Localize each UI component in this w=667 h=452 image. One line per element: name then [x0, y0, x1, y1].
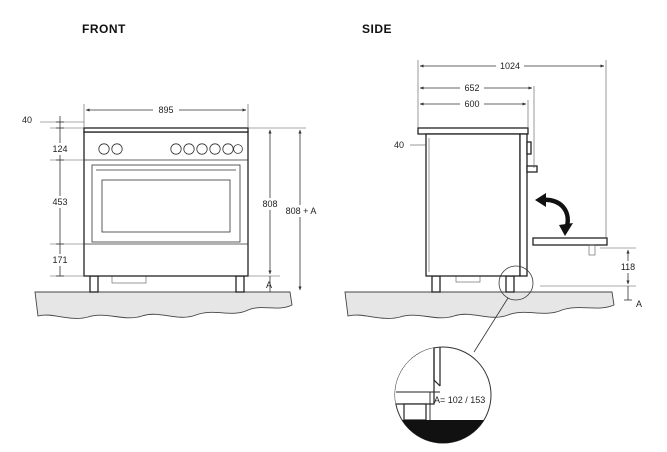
- dim-width-label: 895: [158, 105, 173, 115]
- side-floor: [344, 291, 615, 319]
- dim-depth-handle-label: 652: [464, 83, 479, 93]
- knob: [233, 144, 243, 154]
- door-opening-arrowhead-left: [535, 193, 546, 207]
- knob: [196, 143, 208, 155]
- detail-marker-circle: [498, 265, 534, 301]
- label-bg: [496, 60, 524, 72]
- dim-total-depth-label: 1024: [500, 61, 520, 71]
- knob: [183, 143, 195, 155]
- label-bg: [460, 82, 484, 94]
- detail-leader-line: [473, 297, 509, 353]
- door-handle: [588, 244, 596, 256]
- oven-window: [101, 179, 231, 233]
- label-bg: [46, 196, 74, 208]
- label-bg: [617, 261, 639, 273]
- dim-foot-marker-label: A: [266, 280, 272, 290]
- front-plinth: [111, 275, 147, 284]
- dim-total-height-label: 808 + A: [286, 206, 317, 216]
- side-cooker-body: [425, 133, 521, 277]
- label-bg: [46, 254, 74, 266]
- label-bg: [282, 205, 320, 217]
- front-view-title: FRONT: [82, 22, 126, 36]
- knob: [209, 143, 221, 155]
- knob: [170, 143, 182, 155]
- knob: [98, 143, 110, 155]
- label-bg: [258, 198, 282, 210]
- dim-side-foot-marker-label: A: [636, 299, 642, 309]
- door-opening-arrowhead-down: [559, 223, 573, 236]
- detail-floor: [395, 420, 491, 443]
- dim-door-height-label: 118: [621, 262, 635, 272]
- dim-side-top-offset-label: 40: [394, 140, 404, 150]
- side-door-front: [519, 133, 528, 277]
- dim-top-offset-label: 40: [22, 115, 32, 125]
- dim-body-depth-label: 600: [464, 99, 479, 109]
- front-cooktop: [83, 127, 249, 133]
- front-floor: [34, 291, 293, 319]
- dim-base-label: 171: [52, 255, 67, 265]
- side-foot-front: [505, 275, 515, 293]
- side-view: 1024 652 600 40 118 A: [344, 60, 642, 444]
- side-view-title: SIDE: [362, 22, 392, 36]
- side-cooktop: [417, 127, 529, 135]
- dim-panel-label: 124: [52, 144, 67, 154]
- label-bg: [153, 104, 179, 116]
- detail-foot: [403, 403, 427, 421]
- label-bg: [460, 98, 484, 110]
- label-bg: [46, 143, 74, 155]
- side-knob: [526, 141, 532, 155]
- opened-door: [532, 237, 608, 246]
- knob: [111, 143, 123, 155]
- oven-door: [91, 164, 241, 243]
- side-plinth: [455, 275, 481, 283]
- front-view: 895 40 124 453 171 808 808 + A A: [22, 104, 320, 319]
- dim-body-height-label: 808: [262, 199, 277, 209]
- side-handle: [526, 165, 538, 173]
- control-knobs: [98, 143, 243, 155]
- detail-note-label: A= 102 / 153: [434, 395, 485, 405]
- front-cooker-body: [83, 131, 249, 277]
- front-foot-left: [89, 275, 99, 293]
- dim-oven-label: 453: [52, 197, 67, 207]
- side-foot-rear: [431, 275, 441, 293]
- front-foot-right: [235, 275, 245, 293]
- knob: [222, 143, 234, 155]
- detail-edge: [433, 379, 441, 387]
